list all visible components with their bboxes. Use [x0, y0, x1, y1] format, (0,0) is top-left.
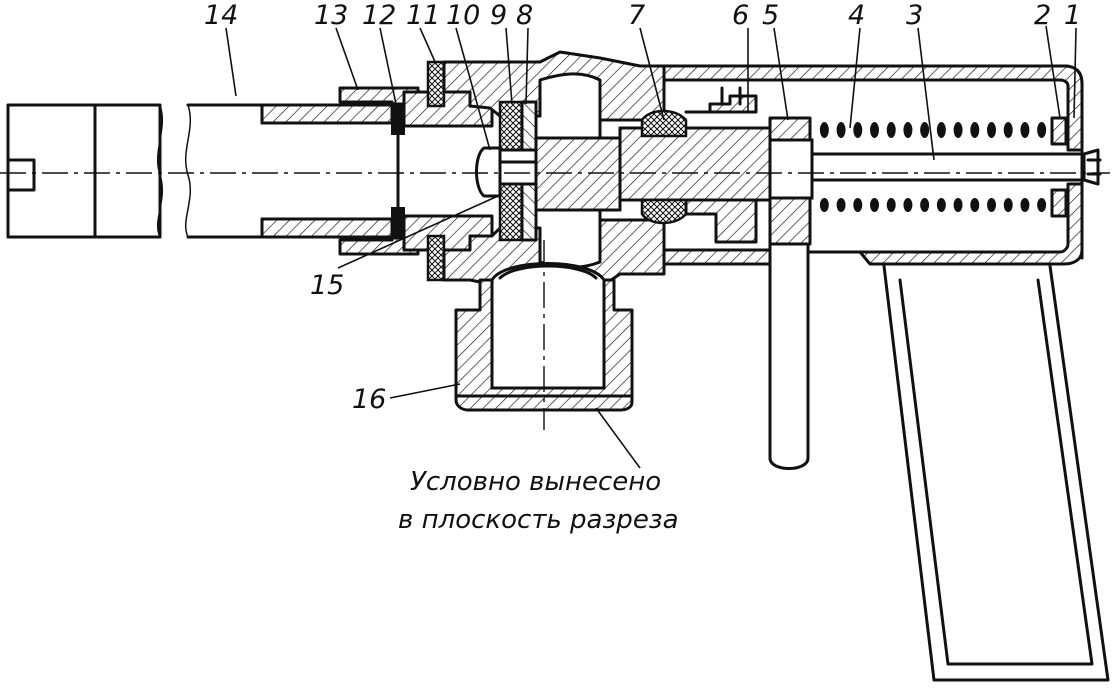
rod-3 — [810, 148, 1102, 186]
spring-coil — [936, 198, 946, 212]
spring-coil — [1037, 198, 1047, 212]
spring-coil — [819, 198, 829, 212]
callout-12: 12 — [362, 0, 396, 31]
callout-9: 9 — [490, 0, 507, 31]
spring-coil — [1003, 122, 1013, 138]
callout-10: 10 — [446, 0, 480, 31]
spring-coil — [920, 198, 930, 212]
trigger-5 — [768, 116, 814, 470]
callout-7: 7 — [628, 0, 645, 31]
spring-coil — [853, 198, 863, 212]
spring-coil — [987, 198, 996, 212]
spring-coil — [936, 122, 946, 138]
spring-coil — [819, 122, 829, 138]
gland-nut-6 — [684, 86, 758, 244]
spring-coil — [870, 122, 879, 138]
callout-14: 14 — [204, 0, 238, 31]
callout-3: 3 — [906, 0, 923, 31]
callout-6: 6 — [732, 0, 749, 31]
section-note: Условно вынесено в плоскость разреза — [398, 467, 679, 535]
spring-coil — [920, 122, 930, 138]
side-fitting-16 — [454, 262, 634, 412]
spring-coil — [836, 198, 846, 212]
spring-coil — [970, 122, 980, 138]
callout-4: 4 — [848, 0, 865, 31]
callout-13: 13 — [314, 0, 348, 31]
callout-labels: 1 2 3 4 5 6 7 8 9 10 11 12 13 14 15 16 — [204, 0, 1081, 415]
spring-coil — [903, 122, 913, 138]
spring-coil — [1037, 122, 1047, 138]
housing — [662, 64, 1084, 266]
callout-2: 2 — [1034, 0, 1051, 31]
gasket-12 — [391, 103, 405, 239]
spring-coil — [970, 198, 980, 212]
spring-coil — [886, 122, 896, 138]
packing-7 — [640, 109, 688, 225]
callout-5: 5 — [762, 0, 779, 31]
spring-coil — [953, 122, 963, 138]
spring-coil — [903, 198, 913, 212]
valve-stem — [534, 126, 772, 212]
leader-lines — [225, 25, 1077, 469]
note-line-1: Условно вынесено — [410, 467, 661, 497]
spring-coil — [886, 198, 896, 212]
callout-16: 16 — [352, 384, 386, 415]
spring-coil — [836, 122, 846, 138]
tube-14 — [184, 103, 394, 239]
callout-8: 8 — [516, 0, 533, 31]
spring-coil — [953, 198, 963, 212]
spring-coil — [1003, 198, 1013, 212]
spring-coil — [870, 198, 879, 212]
spring-coil — [1020, 198, 1030, 212]
nozzle-tip — [6, 103, 164, 239]
spring-4 — [819, 122, 1047, 212]
callout-11: 11 — [406, 0, 440, 31]
spring-coil — [853, 122, 863, 138]
handle — [882, 264, 1110, 682]
note-line-2: в плоскость разреза — [398, 505, 679, 535]
callout-1: 1 — [1064, 0, 1081, 31]
spring-coil — [987, 122, 996, 138]
spring-coil — [1020, 122, 1030, 138]
callout-15: 15 — [310, 270, 344, 301]
